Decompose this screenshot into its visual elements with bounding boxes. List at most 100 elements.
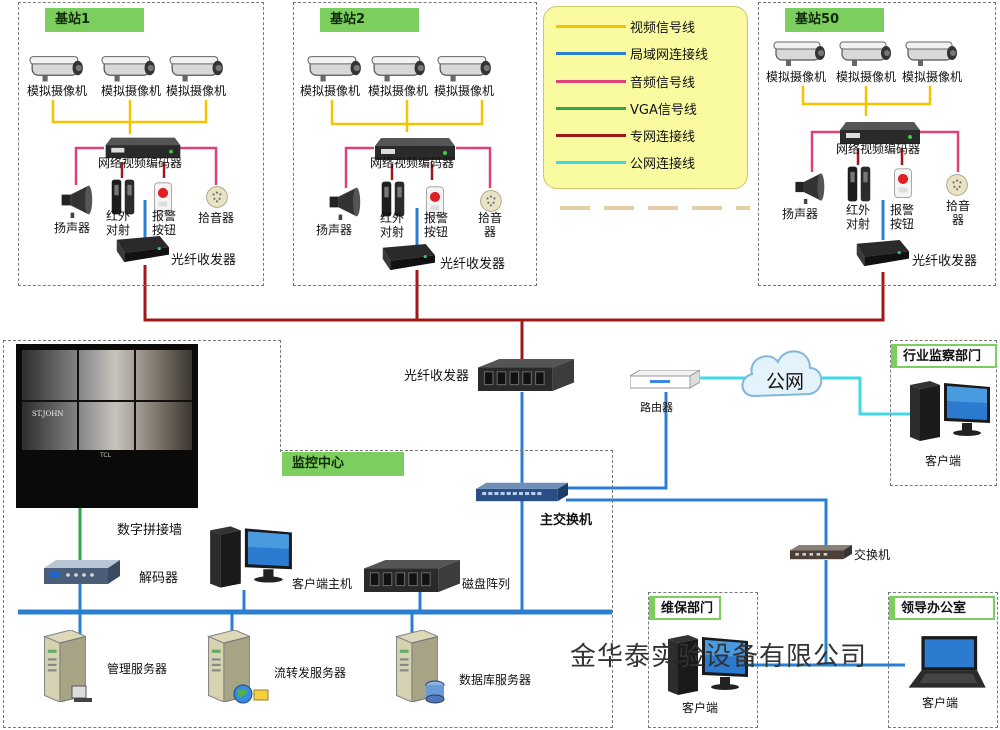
camera-icon (904, 40, 960, 66)
router-icon (630, 370, 700, 389)
alarm-button-icon (892, 166, 914, 202)
speaker-label: 扬声器 (54, 221, 91, 235)
legend-swatch (556, 52, 626, 55)
leader-client-label: 客户端 (922, 696, 959, 710)
camera-icon (28, 54, 86, 82)
camera-label: 模拟摄像机 (27, 84, 88, 98)
microphone-label: 拾音 器 (946, 199, 971, 227)
legend-label: 局域网连接线 (630, 48, 709, 63)
camera-label: 模拟摄像机 (902, 70, 963, 84)
legend-item-private: 专网连接线 (556, 126, 746, 145)
fiber-transceiver-label: 光纤收发器 (912, 254, 978, 269)
legend-label: 专网连接线 (630, 130, 696, 145)
legend-item-lan: 局域网连接线 (556, 44, 746, 63)
center-top-divider (280, 450, 613, 452)
infrared-label: 红外 对射 (380, 211, 405, 239)
station50-frame (758, 2, 996, 286)
router-label: 路由器 (640, 401, 673, 414)
camera-label: 模拟摄像机 (368, 84, 429, 98)
legend-item-vga: VGA信号线 (556, 99, 746, 118)
company-watermark: 金华泰实验设备有限公司 (570, 642, 868, 672)
legend-item-audio: 音频信号线 (556, 72, 746, 91)
station50-title: 基站50 (785, 8, 884, 32)
video-wall-label: 数字拼接墙 (117, 523, 183, 538)
camera-icon (436, 54, 494, 82)
private-network-lines (143, 265, 885, 360)
maintenance-client-label: 客户端 (682, 701, 719, 715)
speaker-label: 扬声器 (782, 207, 819, 221)
industry-client-label: 客户端 (925, 454, 962, 468)
camera-label: 模拟摄像机 (766, 70, 827, 84)
infrared-label: 红外 对射 (846, 203, 871, 231)
database-server-label: 数据库服务器 (459, 673, 532, 687)
speaker-label: 扬声器 (316, 223, 353, 237)
maintenance-title: 维保部门 (649, 596, 721, 620)
decoder-label: 解码器 (139, 571, 179, 586)
speaker-icon (326, 184, 362, 220)
speaker-icon (58, 182, 94, 218)
alarm-label: 报警 按钮 (890, 203, 915, 231)
leader-client-laptop-icon (902, 634, 988, 694)
fiber-transceiver-icon (378, 244, 436, 272)
station2-frame (293, 2, 537, 286)
video-wall-divider (22, 400, 192, 402)
station2-title: 基站2 (320, 8, 419, 32)
video-wall: ST.JOHN TCL (16, 344, 198, 508)
encoder-label: 网络视频编码器 (370, 156, 455, 170)
center-bottom-frame (3, 450, 613, 728)
main-switch-icon (476, 482, 568, 504)
microphone-label: 拾音器 (198, 211, 235, 225)
fiber-transceiver-icon (112, 236, 170, 264)
leader-title: 领导办公室 (889, 596, 995, 620)
station1-title: 基站1 (45, 8, 144, 32)
industry-client-computer-icon (904, 376, 994, 446)
main-switch-label: 主交换机 (540, 513, 593, 528)
disk-array-icon (364, 560, 460, 592)
stream-server-label: 流转发服务器 (274, 666, 347, 680)
microphone-icon (204, 184, 230, 210)
camera-icon (772, 40, 828, 66)
industry-title: 行业监察部门 (891, 344, 997, 368)
camera-icon (370, 54, 428, 82)
legend-dash-decoration (560, 206, 750, 210)
legend-label: 音频信号线 (630, 76, 696, 91)
management-server-label: 管理服务器 (107, 662, 168, 676)
keyboard-icon (71, 685, 92, 702)
station1-signal-lines (51, 100, 218, 185)
camera-icon (838, 40, 894, 66)
encoder-label: 网络视频编码器 (98, 156, 183, 170)
switch-icon (790, 544, 852, 562)
microphone-label: 拾音 器 (478, 211, 503, 239)
legend-swatch (556, 25, 626, 28)
alarm-label: 报警 按钮 (424, 211, 449, 239)
camera-label: 模拟摄像机 (300, 84, 361, 98)
cloud-icon (741, 350, 823, 398)
speaker-icon (792, 170, 826, 204)
maintenance-frame (648, 592, 758, 728)
infrared-label: 红外 对射 (106, 209, 131, 237)
fiber-transceiver-label: 光纤收发器 (440, 257, 506, 272)
disk-array-label: 磁盘阵列 (462, 577, 511, 591)
camera-icon (306, 54, 364, 82)
station50-signal-lines (801, 86, 960, 172)
legend-swatch (556, 107, 626, 110)
camera-label: 模拟摄像机 (836, 70, 897, 84)
database-icon (425, 680, 445, 704)
station1-frame (18, 2, 264, 286)
industry-frame (890, 340, 997, 486)
camera-icon (168, 54, 226, 82)
cloud-label: 公网 (766, 371, 805, 393)
legend: 视频信号线 局域网连接线 音频信号线 VGA信号线 专网连接线 公网连接线 (543, 6, 748, 189)
legend-label: 视频信号线 (630, 21, 696, 36)
central-fiber-transceiver-label: 光纤收发器 (404, 369, 470, 384)
central-fiber-transceiver-icon (478, 358, 574, 392)
camera-label: 模拟摄像机 (434, 84, 495, 98)
camera-label: 模拟摄像机 (101, 84, 162, 98)
microphone-icon (944, 172, 970, 198)
decoder-icon (44, 560, 120, 584)
public-network-lines (698, 376, 910, 416)
legend-item-public: 公网连接线 (556, 153, 746, 172)
center-title: 监控中心 (282, 452, 404, 476)
center-wall-frame (3, 340, 281, 452)
